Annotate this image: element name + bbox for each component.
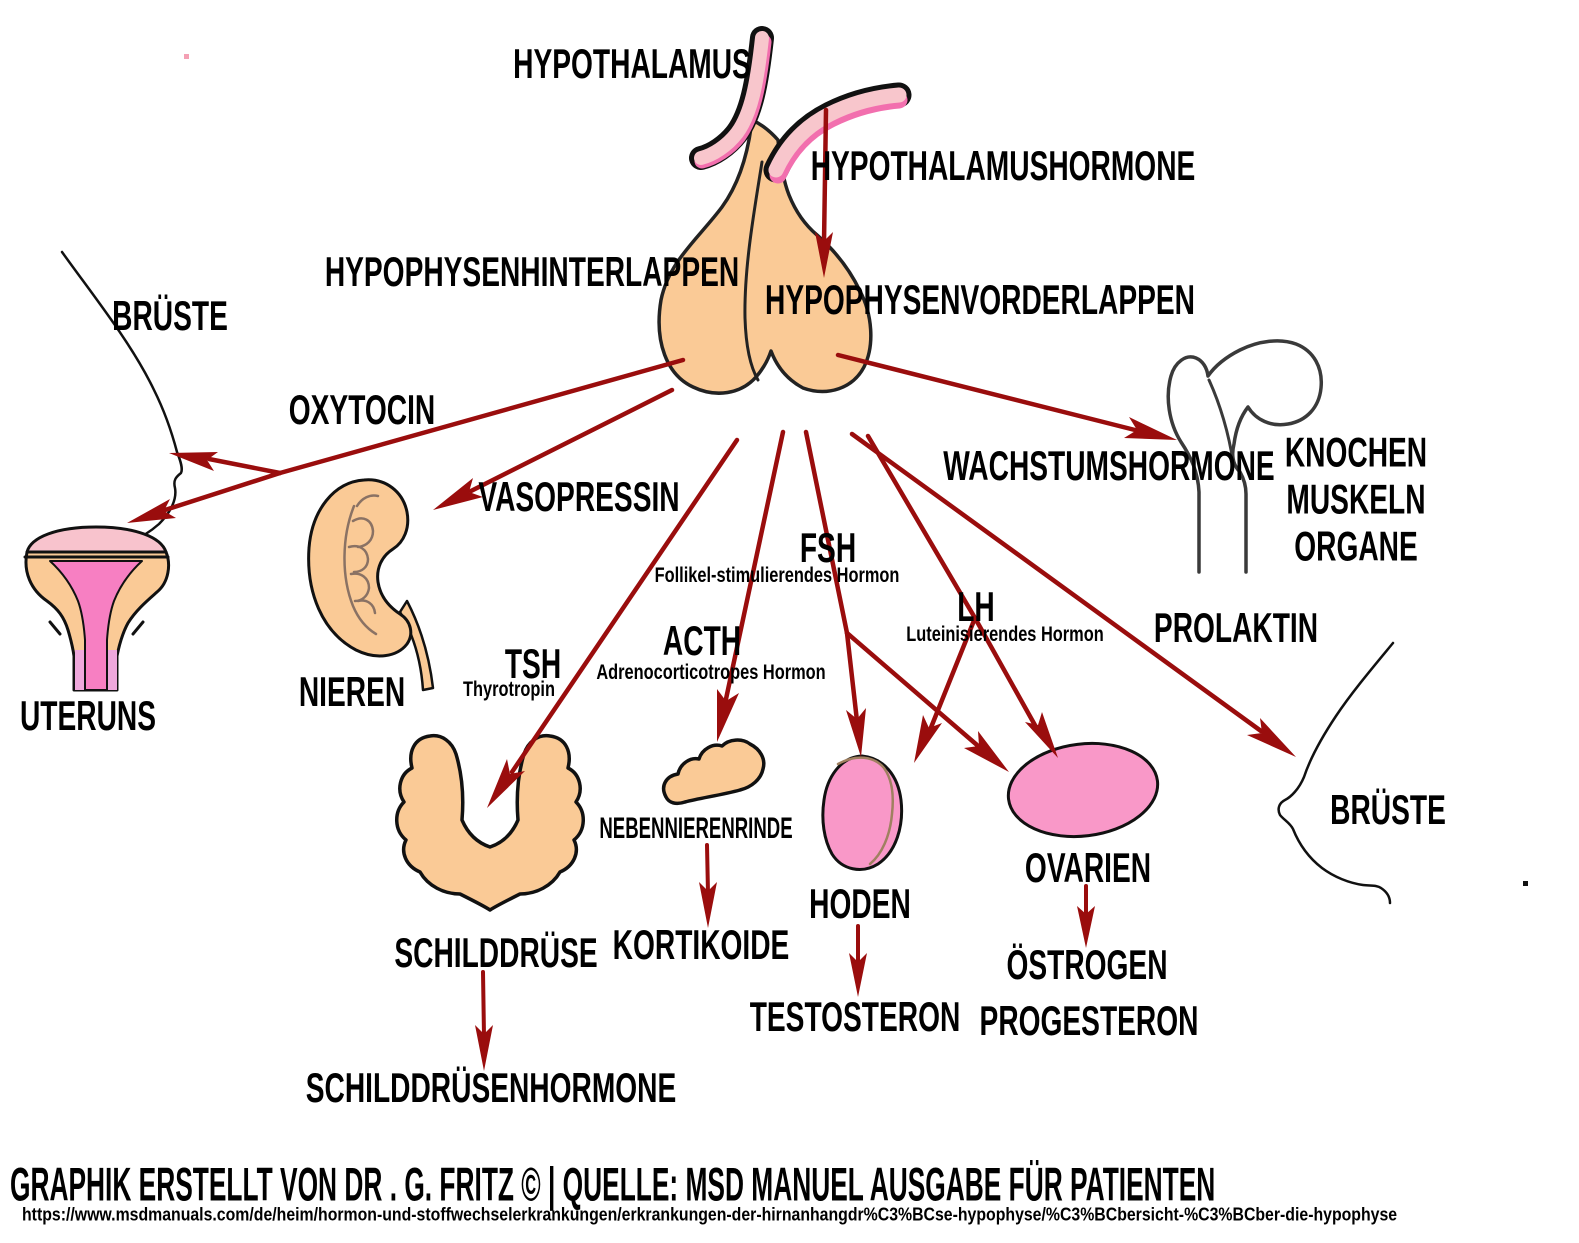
arrow-lh-trunk <box>865 433 978 621</box>
breast-right-outline <box>1277 641 1395 905</box>
arrow-adrenal-to-kortikoide <box>699 843 717 928</box>
label-ovarien: OVARIEN <box>1024 844 1152 891</box>
stray-black-dot <box>1523 881 1528 886</box>
label-oestrogen: ÖSTROGEN <box>1006 941 1168 988</box>
arrow-fsh-trunk <box>803 429 850 636</box>
label-vasopressin: VASOPRESSIN <box>478 473 680 520</box>
arrow-oxytocin-to-uterus <box>127 470 283 523</box>
label-brueste-right: BRÜSTE <box>1330 786 1446 833</box>
label-knochen: KNOCHEN <box>1284 428 1428 476</box>
label-lh: LH <box>957 583 995 630</box>
label-kortikoide: KORTIKOIDE <box>612 921 790 968</box>
ovary-illustration <box>1006 741 1160 839</box>
arrow-lh-to-ovary <box>972 615 1058 758</box>
kidney-illustration <box>307 478 435 692</box>
arrow-prolaktin-to-breast <box>849 431 1296 757</box>
arrow-ovary-to-oestrogen <box>1077 884 1095 948</box>
label-hypothalamushormone: HYPOTHALAMUSHORMONE <box>810 142 1196 189</box>
label-organe: ORGANE <box>1294 522 1418 570</box>
arrow-tsh-to-thyroid <box>487 437 740 808</box>
label-hypothalamus: HYPOTHALAMUS <box>513 40 751 87</box>
stray-pink-dot <box>184 54 189 59</box>
label-uteruns: UTERUNS <box>19 692 157 739</box>
epididymis-line <box>836 756 894 866</box>
hypothalamus-illustration <box>689 26 912 184</box>
uterus-illustration <box>23 525 171 692</box>
label-fsh: FSH <box>799 524 857 571</box>
arrow-fsh-to-ovary <box>844 630 1009 772</box>
label-hypophysenhinterlappen: HYPOPHYSENHINTERLAPPEN <box>324 248 740 295</box>
arrow-oxytocin-trunk <box>277 357 686 476</box>
adrenal-illustration <box>661 738 766 806</box>
arrow-hypothalamushormone <box>815 107 833 278</box>
label-hoden: HODEN <box>809 880 911 927</box>
testis-illustration <box>821 754 904 871</box>
arrow-fsh-to-testis <box>844 630 866 757</box>
arrow-testis-to-testosteron <box>849 924 867 997</box>
bone-illustration <box>1166 339 1323 574</box>
arrows <box>127 107 1296 1071</box>
arrow-oxytocin-to-breast <box>169 452 283 476</box>
arrow-vasopressin-to-kidney <box>433 387 675 510</box>
label-acth: ACTH <box>662 617 742 664</box>
label-schilddruese: SCHILDDRÜSE <box>394 929 598 976</box>
label-tsh: TSH <box>504 640 562 687</box>
arrow-acth-to-adrenal <box>717 429 786 742</box>
label-wachstumshormone: WACHSTUMSHORMONE <box>943 442 1275 489</box>
label-schilddruesenhormone: SCHILDDRÜSENHORMONE <box>305 1064 677 1111</box>
label-progesteron: PROGESTERON <box>979 997 1199 1044</box>
label-hypophysenvorderlappen: HYPOPHYSENVORDERLAPPEN <box>764 276 1196 323</box>
label-muskeln: MUSKELN <box>1286 475 1426 523</box>
label-nieren: NIEREN <box>298 668 406 715</box>
pituitary-illustration <box>657 118 873 395</box>
source-url: https://www.msdmanuals.com/de/heim/hormo… <box>22 1204 1398 1225</box>
arrow-thyroid-to-hormones <box>475 970 493 1071</box>
thyroid-illustration <box>395 733 585 912</box>
label-prolaktin: PROLAKTIN <box>1153 604 1319 651</box>
arrow-lh-to-testis <box>914 615 978 763</box>
credits-line: GRAPHIK ERSTELLT VON DR . G. FRITZ © | Q… <box>10 1157 1216 1211</box>
arrow-wachstumshormone-to-bone <box>835 352 1177 440</box>
label-fsh-sub: Follikel-stimulierendes Hormon <box>654 564 900 587</box>
label-lh-sub: Luteinisierendes Hormon <box>906 623 1104 646</box>
label-testosteron: TESTOSTERON <box>749 993 961 1040</box>
label-nebennierenrinde: NEBENNIERENRINDE <box>599 812 793 845</box>
label-acth-sub: Adrenocorticotropes Hormon <box>596 661 826 684</box>
label-tsh-sub: Thyrotropin <box>463 678 555 701</box>
kidney-calyx-lines <box>343 494 380 636</box>
label-knochen-muskeln-organe: KNOCHEN MUSKELN ORGANE <box>1285 428 1427 569</box>
label-brueste-left: BRÜSTE <box>112 292 228 339</box>
label-oxytocin: OXYTOCIN <box>288 386 436 433</box>
